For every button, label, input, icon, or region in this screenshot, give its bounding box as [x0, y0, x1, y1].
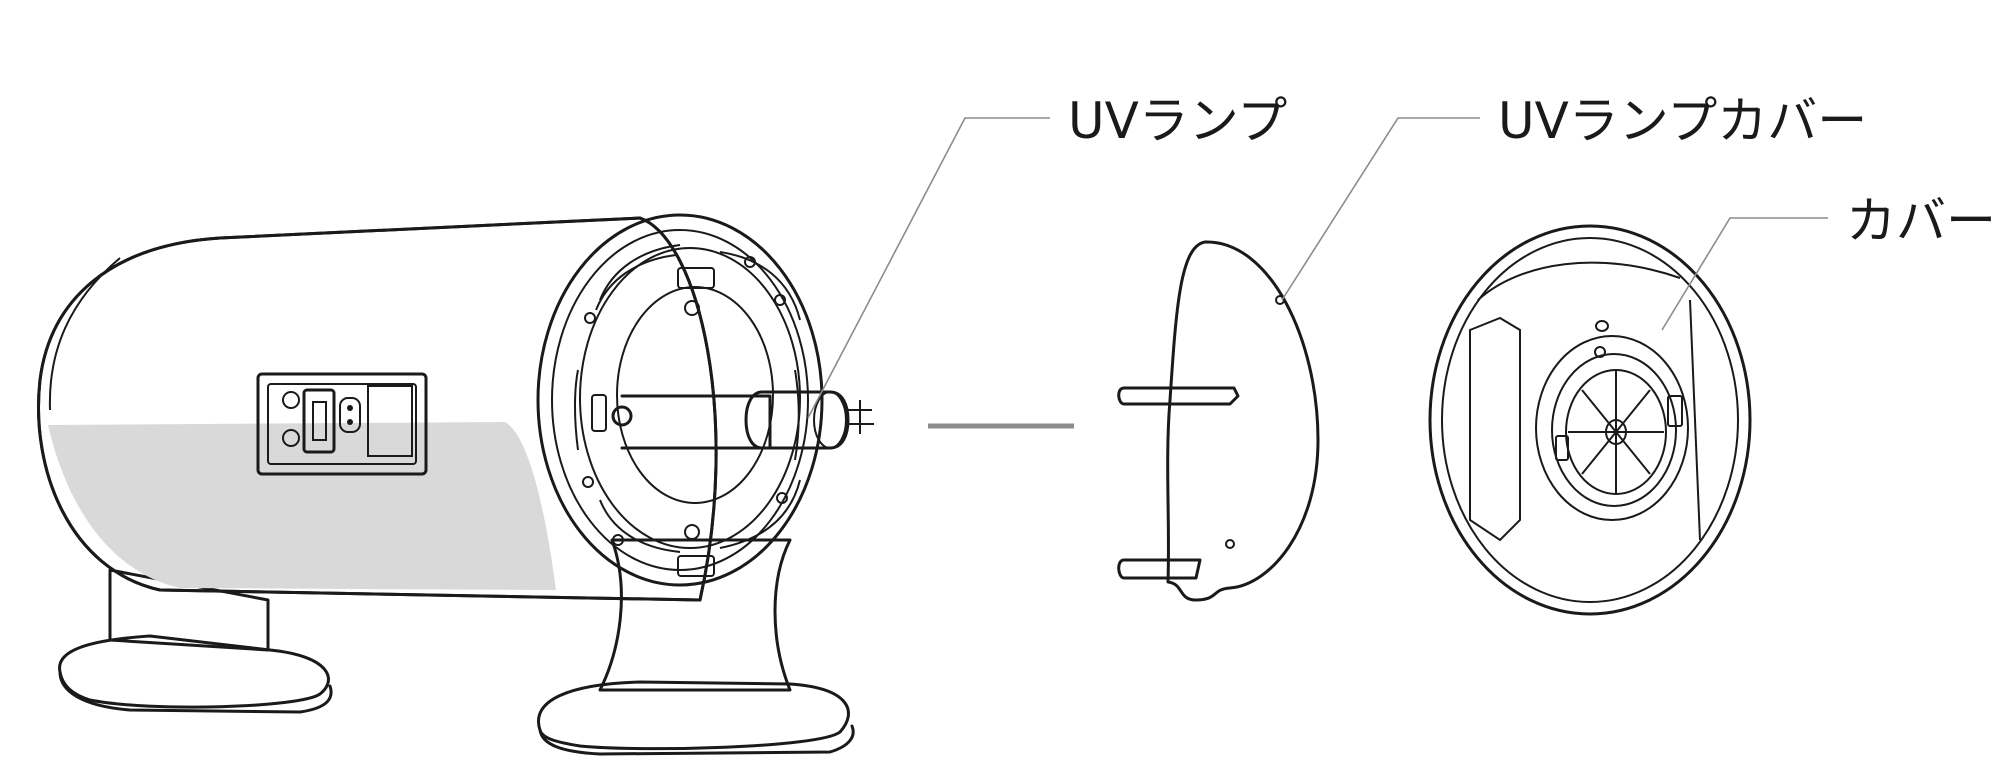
leader-line-cover	[1661, 217, 1828, 331]
cylinder-body	[37, 216, 718, 602]
main-unit	[37, 213, 874, 756]
control-panel	[256, 372, 428, 476]
uv-lamp-cover-part	[1117, 240, 1320, 602]
callout-label-cover: カバー	[1846, 192, 1996, 250]
leader-line-uv-lamp-cover	[1281, 117, 1480, 301]
leader-lines	[807, 117, 1828, 419]
uv-lamp	[620, 390, 874, 450]
right-foot	[537, 538, 855, 756]
leader-line-uv-lamp	[807, 117, 1050, 419]
cylinder-shade-band	[48, 422, 556, 590]
cover-part	[1428, 224, 1752, 616]
callout-label-uv-lamp: UVランプ	[1068, 92, 1288, 150]
callout-label-uv-lamp-cover: UVランプカバー	[1498, 92, 1868, 150]
front-flange	[536, 213, 824, 587]
